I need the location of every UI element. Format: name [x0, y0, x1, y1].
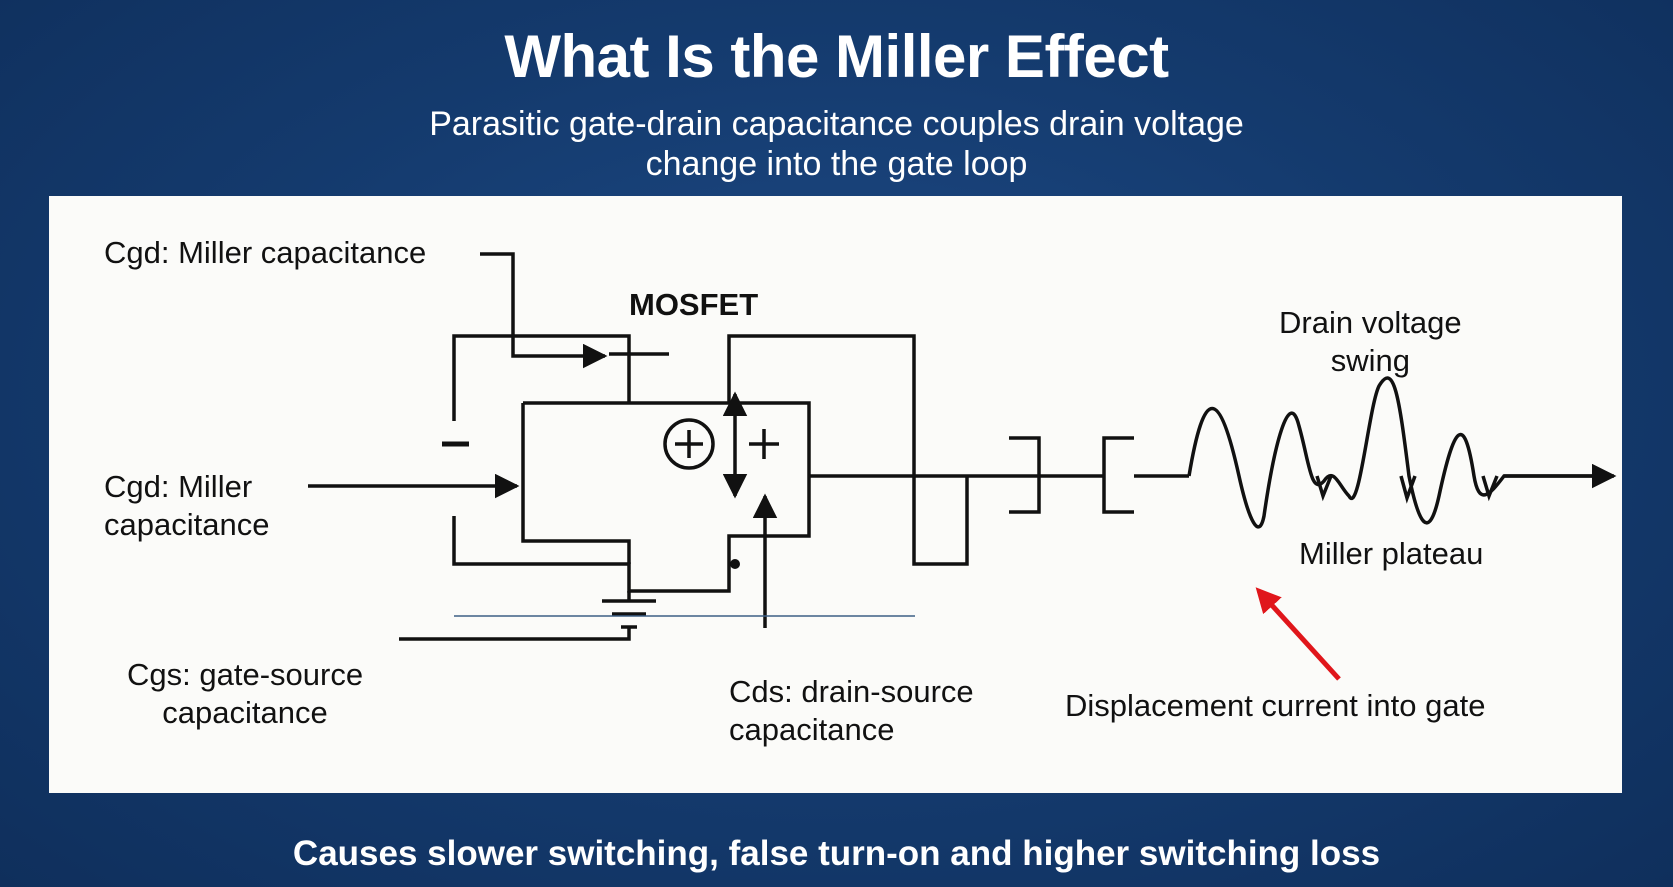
gate-loop-bottom-wire [452, 516, 731, 593]
waveform-dip-1 [1315, 475, 1333, 502]
waveform-dip-3 [1481, 475, 1499, 502]
mosfet-body [523, 401, 811, 564]
label-drain-swing: Drain voltage swing [1279, 304, 1462, 380]
plus-sign-icon [749, 429, 779, 459]
subtitle-line-1: Parasitic gate-drain capacitance couples… [429, 105, 1244, 143]
label-cds: Cds: drain-source capacitance [729, 673, 974, 749]
label-cgd-left-line-2: capacitance [104, 507, 270, 542]
cgs-leader [399, 627, 631, 641]
footer-caption: Causes slower switching, false turn-on a… [292, 834, 1381, 873]
waveform-dip-2 [1399, 475, 1417, 504]
label-drain-swing-line-1: Drain voltage [1279, 305, 1462, 340]
label-cgs-line-2: capacitance [162, 695, 328, 730]
label-mosfet: MOSFET [629, 287, 759, 322]
label-cds-line-1: Cds: drain-source [729, 674, 974, 709]
circled-plus-icon [663, 418, 715, 470]
page-subtitle: Parasitic gate-drain capacitance couples… [0, 104, 1673, 184]
drain-voltage-waveform [1187, 376, 1597, 529]
label-cgs-line-1: Cgs: gate-source [127, 657, 364, 692]
label-cgs: Cgs: gate-source capacitance [127, 656, 363, 732]
label-cgd-left: Cgd: Miller capacitance [104, 468, 269, 544]
diagram-panel: Cgd: Miller capacitance MOSFET Cgd: Mill… [49, 196, 1622, 793]
gate-loop-wire [452, 334, 631, 421]
label-cds-line-2: capacitance [729, 712, 895, 747]
label-cgd-top: Cgd: Miller capacitance [104, 235, 427, 270]
drain-upper-wire [727, 334, 969, 566]
displacement-current-arrow [1255, 587, 1341, 681]
label-miller-plateau: Miller plateau [1299, 536, 1484, 571]
capacitor-right-bracket [1102, 436, 1134, 514]
label-cgd-left-line-1: Cgd: Miller [104, 469, 253, 504]
page-title: What Is the Miller Effect [504, 23, 1169, 90]
capacitor-left-bracket [1009, 436, 1041, 514]
mosfet-body-left [521, 403, 631, 564]
label-displacement-current: Displacement current into gate [1065, 688, 1486, 723]
subtitle-line-2: change into the gate loop [645, 145, 1028, 183]
junction-dot [730, 559, 740, 569]
circuit-diagram [308, 252, 1617, 681]
label-drain-swing-line-2: swing [1330, 343, 1410, 378]
cgd-top-leader [480, 252, 608, 369]
